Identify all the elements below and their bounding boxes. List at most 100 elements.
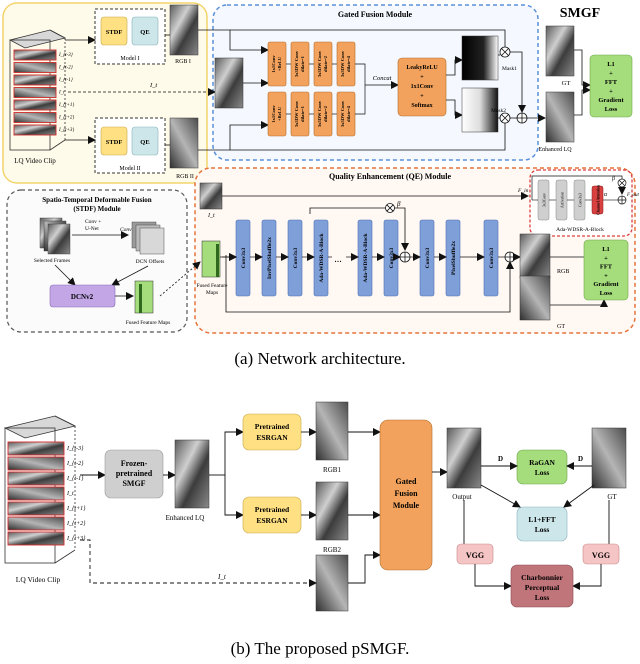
qe-residual-loop	[225, 255, 514, 313]
bottom-frame-3	[7, 486, 65, 501]
output-image	[446, 427, 482, 489]
gfm-block-r1-col4-t0: 3x3DW Conv	[340, 100, 345, 127]
d-label-1: D	[498, 455, 503, 463]
top-frame-6	[13, 124, 57, 136]
stdf-selected-frames	[39, 217, 71, 255]
top-loss-block	[589, 54, 633, 118]
top-loss-line-4: Gradient	[598, 97, 624, 104]
stdf-conv-label: Conv	[120, 227, 132, 233]
stdf-fused-maps-back	[139, 284, 142, 313]
qe-loss-line-3: +	[604, 272, 608, 279]
top-frame-1	[13, 62, 57, 73]
gated-fusion-region	[212, 4, 539, 161]
bottom-gfm-line-2: Module	[393, 501, 420, 510]
bottom-frame-label-0: I_{t-3}	[66, 446, 84, 452]
arrow-to-esrgan2	[224, 475, 244, 519]
gfm-merge-1	[355, 85, 366, 115]
l1fft-block	[516, 506, 568, 542]
bottom-frame-stack: I_{t-3}I_{t-2}I_{t-1}I_tI_{t+1}I_{t+2}I_…	[7, 441, 86, 546]
top-skip-line	[230, 29, 506, 47]
model1-qe-label: QE	[140, 29, 149, 36]
caption-a: (a) Network architecture.	[234, 349, 405, 368]
qe-loss-block	[583, 239, 629, 301]
gfm-title: Gated Fusion Module	[338, 10, 413, 19]
qe-block-label-6: Conv3x3	[389, 247, 395, 268]
qe-input-image	[199, 182, 223, 210]
arrow-clip-it-dashed	[80, 539, 317, 587]
charb-line-1: Perceptual	[525, 583, 559, 592]
bottom-rgb2-image	[315, 481, 349, 541]
inset-caption: Ada-WDSR-A-Block	[556, 227, 604, 233]
gfm-block-r0-col2-t1: dilate=1	[300, 55, 305, 72]
stdf-conv-unet-2: U-Net	[85, 226, 99, 232]
bottom-frame-label-2: I_{t-1}	[66, 476, 84, 482]
qe-loss-line-4: Gradient	[593, 281, 619, 288]
qe-it-label: I_t	[207, 213, 215, 219]
vgg2-label: VGG	[592, 551, 610, 560]
qe-fused-maps	[201, 240, 221, 278]
stdf-dcn-offsets	[131, 221, 165, 255]
bottom-frame-label-1: I_{t-2}	[66, 461, 84, 467]
model1-name: Model I	[120, 56, 139, 62]
gfm-input-image	[214, 57, 244, 109]
bottom-frame-4	[7, 501, 65, 516]
inset-block-label-1: Activation	[561, 192, 565, 208]
ragan-line-0: RaGAN	[529, 458, 555, 467]
bottom-frame-1	[7, 456, 65, 471]
inset-fout: F_out	[626, 193, 640, 198]
qe-fin-label: F_in	[517, 188, 529, 194]
bottom-lq-clip	[3, 415, 77, 564]
arrow-qe-gt-to-loss	[550, 299, 608, 307]
top-frame-label-6: I_{t+3}	[58, 128, 74, 133]
gfm-leaky-block	[397, 57, 447, 117]
gfm-leaky-line-4: Softmax	[411, 103, 432, 109]
gfm-block-r1-col3-t0: 3x3DW Conv	[317, 100, 322, 127]
gfm-block-r0-col1-t1: +ReLU	[277, 56, 282, 71]
l1fft-line-0: L1+FFT	[528, 515, 555, 524]
inset-add	[617, 195, 627, 205]
model2-qe-label: QE	[140, 139, 149, 146]
bottom-gfm-block	[379, 419, 433, 571]
top-frame-5	[13, 112, 57, 123]
gt-label-top: GT	[562, 80, 571, 87]
top-frame-3	[13, 87, 57, 98]
model2-stdf-block	[100, 126, 128, 156]
gfm-block-r1-col4-t1: dilate=4	[346, 105, 351, 122]
esrgan1-line-1: ESRGAN	[256, 433, 288, 442]
arrow-mul1-to-add	[510, 51, 526, 113]
arrow-rgb1-to-gfm	[198, 29, 269, 54]
top-frame-label-4: I_{t+1}	[58, 103, 74, 108]
qe-loss-line-1: +	[604, 255, 608, 262]
add-node	[516, 112, 528, 124]
ragan-line-1: Loss	[535, 468, 550, 477]
smgf-title: SMGF	[560, 6, 600, 21]
inset-beta: β	[611, 176, 615, 182]
top-frame-stack: I_{t-3}I_{t-2}I_{t-1}I_tI_{t+1}I_{t+2}I_…	[13, 49, 74, 136]
enhanced-image-top	[545, 91, 575, 143]
qe-loss-line-2: FFT	[600, 264, 613, 271]
qe-block-label-8: PixelShuffle2x	[451, 241, 457, 275]
qe-fused-maps-back	[216, 244, 219, 277]
vgg1-label: VGG	[466, 551, 484, 560]
inset-block-label-3: Channel Attention	[597, 184, 601, 215]
qe-beta-mul	[385, 203, 395, 213]
qe-title: Quality Enhancement (QE) Module	[329, 172, 451, 181]
model2-qe-block	[131, 126, 159, 156]
bottom-frame-0	[7, 441, 65, 456]
frozen-line-1: pretrained	[116, 469, 153, 478]
gfm-block-r1-col2-t1: dilate=1	[300, 105, 305, 122]
inset-block-label-0: 3x3Conv	[543, 193, 547, 207]
qe-beta-loop	[309, 207, 409, 251]
qe-loss-line-5: Loss	[600, 290, 613, 297]
bottom-gfm-line-1: Fusion	[394, 489, 418, 498]
top-frame-label-5: I_{t+2}	[58, 116, 74, 121]
arrow-gt-to-loss	[574, 49, 591, 89]
bottom-it-image	[315, 554, 349, 612]
bottom-enhanced-label: Enhanced LQ	[166, 514, 205, 522]
gfm-block-r0-col4-t1: dilate=4	[346, 55, 351, 72]
top-frame-label-1: I_{t-2}	[58, 66, 73, 71]
